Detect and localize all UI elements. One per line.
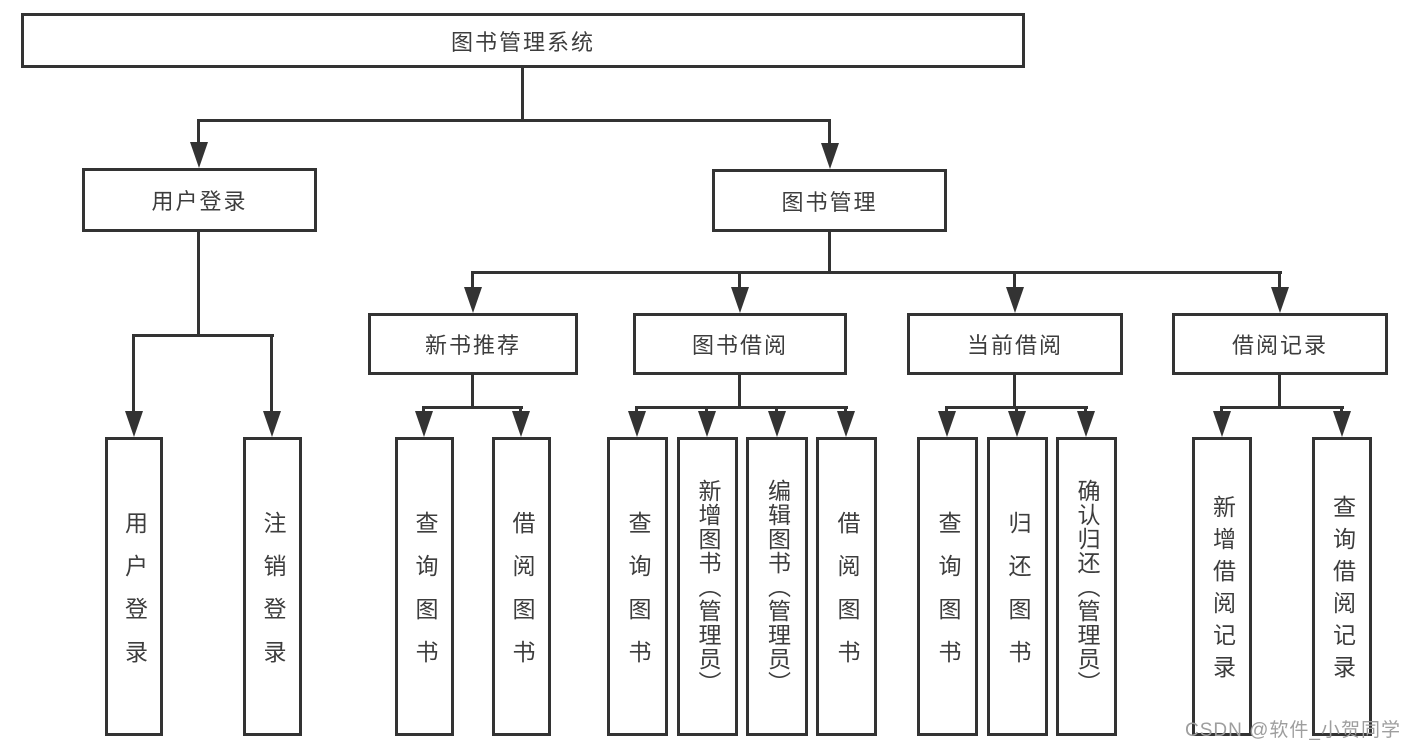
node-new-book-recommend-label: 新书推荐 (424, 333, 521, 358)
connector-newbook-vline (471, 375, 474, 408)
leaf-edit-book-admin-label: 编辑图书（管理员） (764, 479, 791, 695)
arrow-down-icon (837, 408, 855, 437)
leaf-query-book-3-label: 查询图书 (935, 510, 961, 683)
leaf-query-book-1-label: 查询图书 (412, 510, 438, 683)
node-book-management-label: 图书管理 (781, 189, 878, 215)
arrow-down-icon (821, 121, 839, 169)
connector-currentborrow-hline (945, 406, 1088, 409)
arrow-down-icon (1333, 408, 1351, 437)
arrow-down-icon (628, 408, 646, 437)
leaf-borrow-book-2: 借阅图书 (816, 437, 877, 736)
arrow-down-icon (1213, 408, 1231, 437)
arrow-down-icon (731, 273, 749, 313)
node-book-borrow: 图书借阅 (633, 313, 847, 375)
arrow-down-icon (1077, 408, 1095, 437)
leaf-edit-book-admin: 编辑图书（管理员） (746, 437, 808, 736)
leaf-query-book-2: 查询图书 (607, 437, 668, 736)
leaf-query-book-2-label: 查询图书 (625, 510, 651, 683)
arrow-down-icon (1271, 273, 1289, 313)
leaf-confirm-return-admin: 确认归还（管理员） (1056, 437, 1117, 736)
connector-bookmgmt-vline (828, 232, 831, 273)
leaf-add-book-admin: 新增图书（管理员） (677, 437, 738, 736)
leaf-add-borrow-record-label: 新增借阅记录 (1209, 495, 1236, 687)
node-book-management: 图书管理 (712, 169, 947, 232)
leaf-borrow-book-2-label: 借阅图书 (834, 510, 860, 683)
arrow-down-icon (768, 408, 786, 437)
node-user-login-label: 用户登录 (151, 189, 248, 214)
leaf-user-login-label: 用户登录 (121, 510, 148, 683)
node-user-login: 用户登录 (82, 168, 317, 232)
connector-root-hline (197, 119, 831, 122)
node-new-book-recommend: 新书推荐 (368, 313, 578, 375)
node-borrow-record: 借阅记录 (1172, 313, 1388, 375)
arrow-down-icon (938, 408, 956, 437)
leaf-borrow-book-1: 借阅图书 (492, 437, 551, 736)
leaf-query-book-3: 查询图书 (917, 437, 978, 736)
leaf-query-book-1: 查询图书 (395, 437, 454, 736)
node-borrow-record-label: 借阅记录 (1231, 333, 1328, 358)
arrow-down-icon (698, 408, 716, 437)
arrow-down-icon (125, 335, 143, 437)
leaf-user-login: 用户登录 (105, 437, 163, 736)
leaf-query-borrow-record-label: 查询借阅记录 (1329, 495, 1356, 687)
arrow-down-icon (415, 408, 433, 437)
arrow-down-icon (512, 408, 530, 437)
watermark: CSDN @软件_小贺同学 (1185, 720, 1401, 741)
connector-borrowrecord-vline (1278, 375, 1281, 408)
connector-userlogin-vline (197, 232, 200, 335)
arrow-down-icon (190, 121, 208, 168)
node-current-borrow-label: 当前借阅 (966, 333, 1063, 358)
connector-bookborrow-vline (738, 375, 741, 408)
connector-userlogin-hline (132, 334, 274, 337)
node-root-label: 图书管理系统 (450, 29, 595, 55)
leaf-return-book: 归还图书 (987, 437, 1048, 736)
arrow-down-icon (263, 335, 281, 437)
node-book-borrow-label: 图书借阅 (691, 333, 788, 358)
leaf-add-book-admin-label: 新增图书（管理员） (695, 479, 721, 695)
connector-root-vline (521, 68, 524, 121)
leaf-add-borrow-record: 新增借阅记录 (1192, 437, 1252, 736)
arrow-down-icon (1006, 273, 1024, 313)
node-root: 图书管理系统 (21, 13, 1025, 68)
leaf-confirm-return-admin-label: 确认归还（管理员） (1074, 479, 1100, 695)
node-current-borrow: 当前借阅 (907, 313, 1123, 375)
leaf-return-book-label: 归还图书 (1005, 510, 1031, 683)
connector-newbook-hline (422, 406, 523, 409)
leaf-query-borrow-record: 查询借阅记录 (1312, 437, 1372, 736)
connector-borrowrecord-hline (1220, 406, 1344, 409)
connector-bookborrow-hline (635, 406, 848, 409)
leaf-logout: 注销登录 (243, 437, 302, 736)
leaf-borrow-book-1-label: 借阅图书 (509, 510, 535, 683)
leaf-logout-label: 注销登录 (260, 510, 286, 683)
arrow-down-icon (1008, 408, 1026, 437)
connector-currentborrow-vline (1013, 375, 1016, 408)
arrow-down-icon (464, 273, 482, 313)
connector-bookmgmt-hline (471, 271, 1282, 274)
